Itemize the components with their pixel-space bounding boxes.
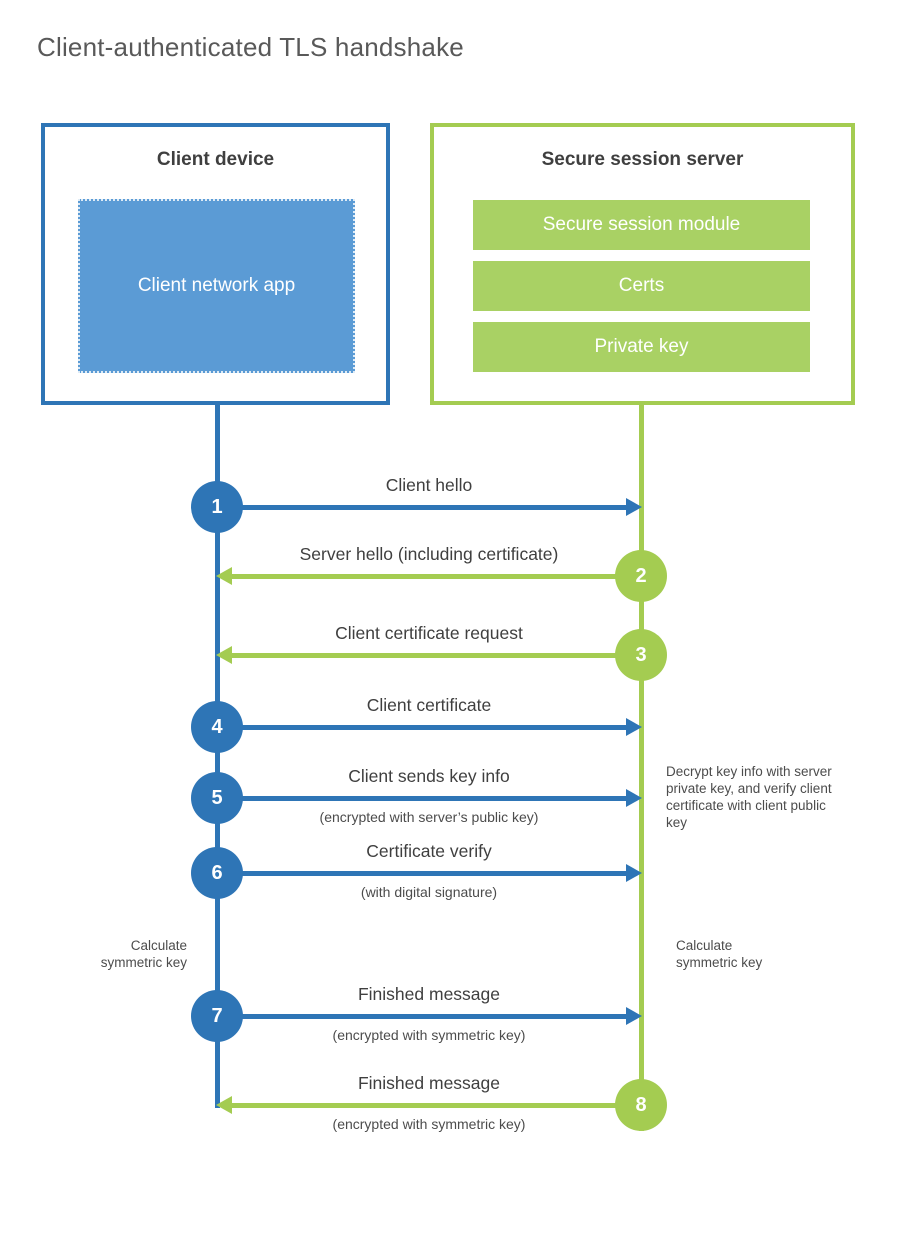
calculate-symmetric-key-note-server: Calculate symmetric key	[676, 938, 763, 970]
step-number-badge: 5	[191, 772, 243, 824]
step-number-badge: 2	[615, 550, 667, 602]
step-number-badge: 4	[191, 701, 243, 753]
message-label: Finished message	[357, 984, 501, 1004]
message-row-3: Client certificate request 3	[216, 623, 667, 681]
client-lifeline	[215, 405, 220, 1108]
server-module-private-key: Private key	[473, 322, 810, 372]
arrow-right-icon	[626, 864, 642, 882]
message-label: Client certificate request	[335, 623, 523, 643]
message-sublabel: (encrypted with server’s public key)	[319, 809, 539, 825]
message-label: Client sends key info	[348, 766, 510, 786]
server-module-secure-session: Secure session module	[473, 200, 810, 250]
message-row-4: Client certificate 4	[191, 695, 642, 753]
message-sublabel: (encrypted with symmetric key)	[332, 1027, 526, 1043]
message-label: Server hello (including certificate)	[299, 544, 559, 564]
secure-session-server-title: Secure session server	[541, 149, 744, 170]
message-row-8: Finished message 8 (encrypted with symme…	[216, 1073, 667, 1132]
arrow-shaft	[217, 725, 627, 730]
arrow-left-icon	[216, 646, 232, 664]
server-lifeline	[639, 405, 644, 1131]
arrow-shaft	[231, 1103, 641, 1108]
arrow-right-icon	[626, 789, 642, 807]
server-module-certs: Certs	[473, 261, 810, 311]
step-number-badge: 6	[191, 847, 243, 899]
arrow-shaft	[231, 574, 641, 579]
arrow-shaft	[217, 1014, 627, 1019]
decrypt-key-note: Decrypt key info with server private key…	[666, 764, 832, 830]
client-network-app-label: Client network app	[137, 275, 296, 297]
arrow-shaft	[217, 871, 627, 876]
client-network-app-block: Client network app	[78, 199, 355, 373]
message-row-1: Client hello 1	[191, 475, 642, 533]
secure-session-server-box: Secure session server Secure session mod…	[430, 123, 855, 405]
arrow-shaft	[217, 796, 627, 801]
client-device-title: Client device	[156, 149, 275, 170]
step-number-badge: 1	[191, 481, 243, 533]
arrow-right-icon	[626, 498, 642, 516]
message-row-7: Finished message 7 (encrypted with symme…	[191, 984, 642, 1043]
arrow-right-icon	[626, 718, 642, 736]
step-number-badge: 3	[615, 629, 667, 681]
message-sublabel: (encrypted with symmetric key)	[332, 1116, 526, 1132]
message-row-2: Server hello (including certificate) 2	[216, 544, 667, 602]
arrow-left-icon	[216, 1096, 232, 1114]
message-row-6: Certificate verify 6 (with digital signa…	[191, 841, 642, 900]
step-number-badge: 7	[191, 990, 243, 1042]
message-label: Client hello	[385, 475, 473, 495]
message-sublabel: (with digital signature)	[360, 884, 498, 900]
calculate-symmetric-key-note-client: Calculate symmetric key	[100, 938, 187, 970]
client-device-box: Client device Client network app	[41, 123, 390, 405]
step-number-badge: 8	[615, 1079, 667, 1131]
message-row-5: Client sends key info 5 (encrypted with …	[191, 766, 642, 825]
arrow-shaft	[231, 653, 641, 658]
page-title: Client-authenticated TLS handshake	[37, 32, 464, 62]
message-label: Certificate verify	[366, 841, 492, 861]
arrow-left-icon	[216, 567, 232, 585]
arrow-shaft	[217, 505, 627, 510]
message-label: Finished message	[357, 1073, 501, 1093]
arrow-right-icon	[626, 1007, 642, 1025]
message-label: Client certificate	[366, 695, 492, 715]
